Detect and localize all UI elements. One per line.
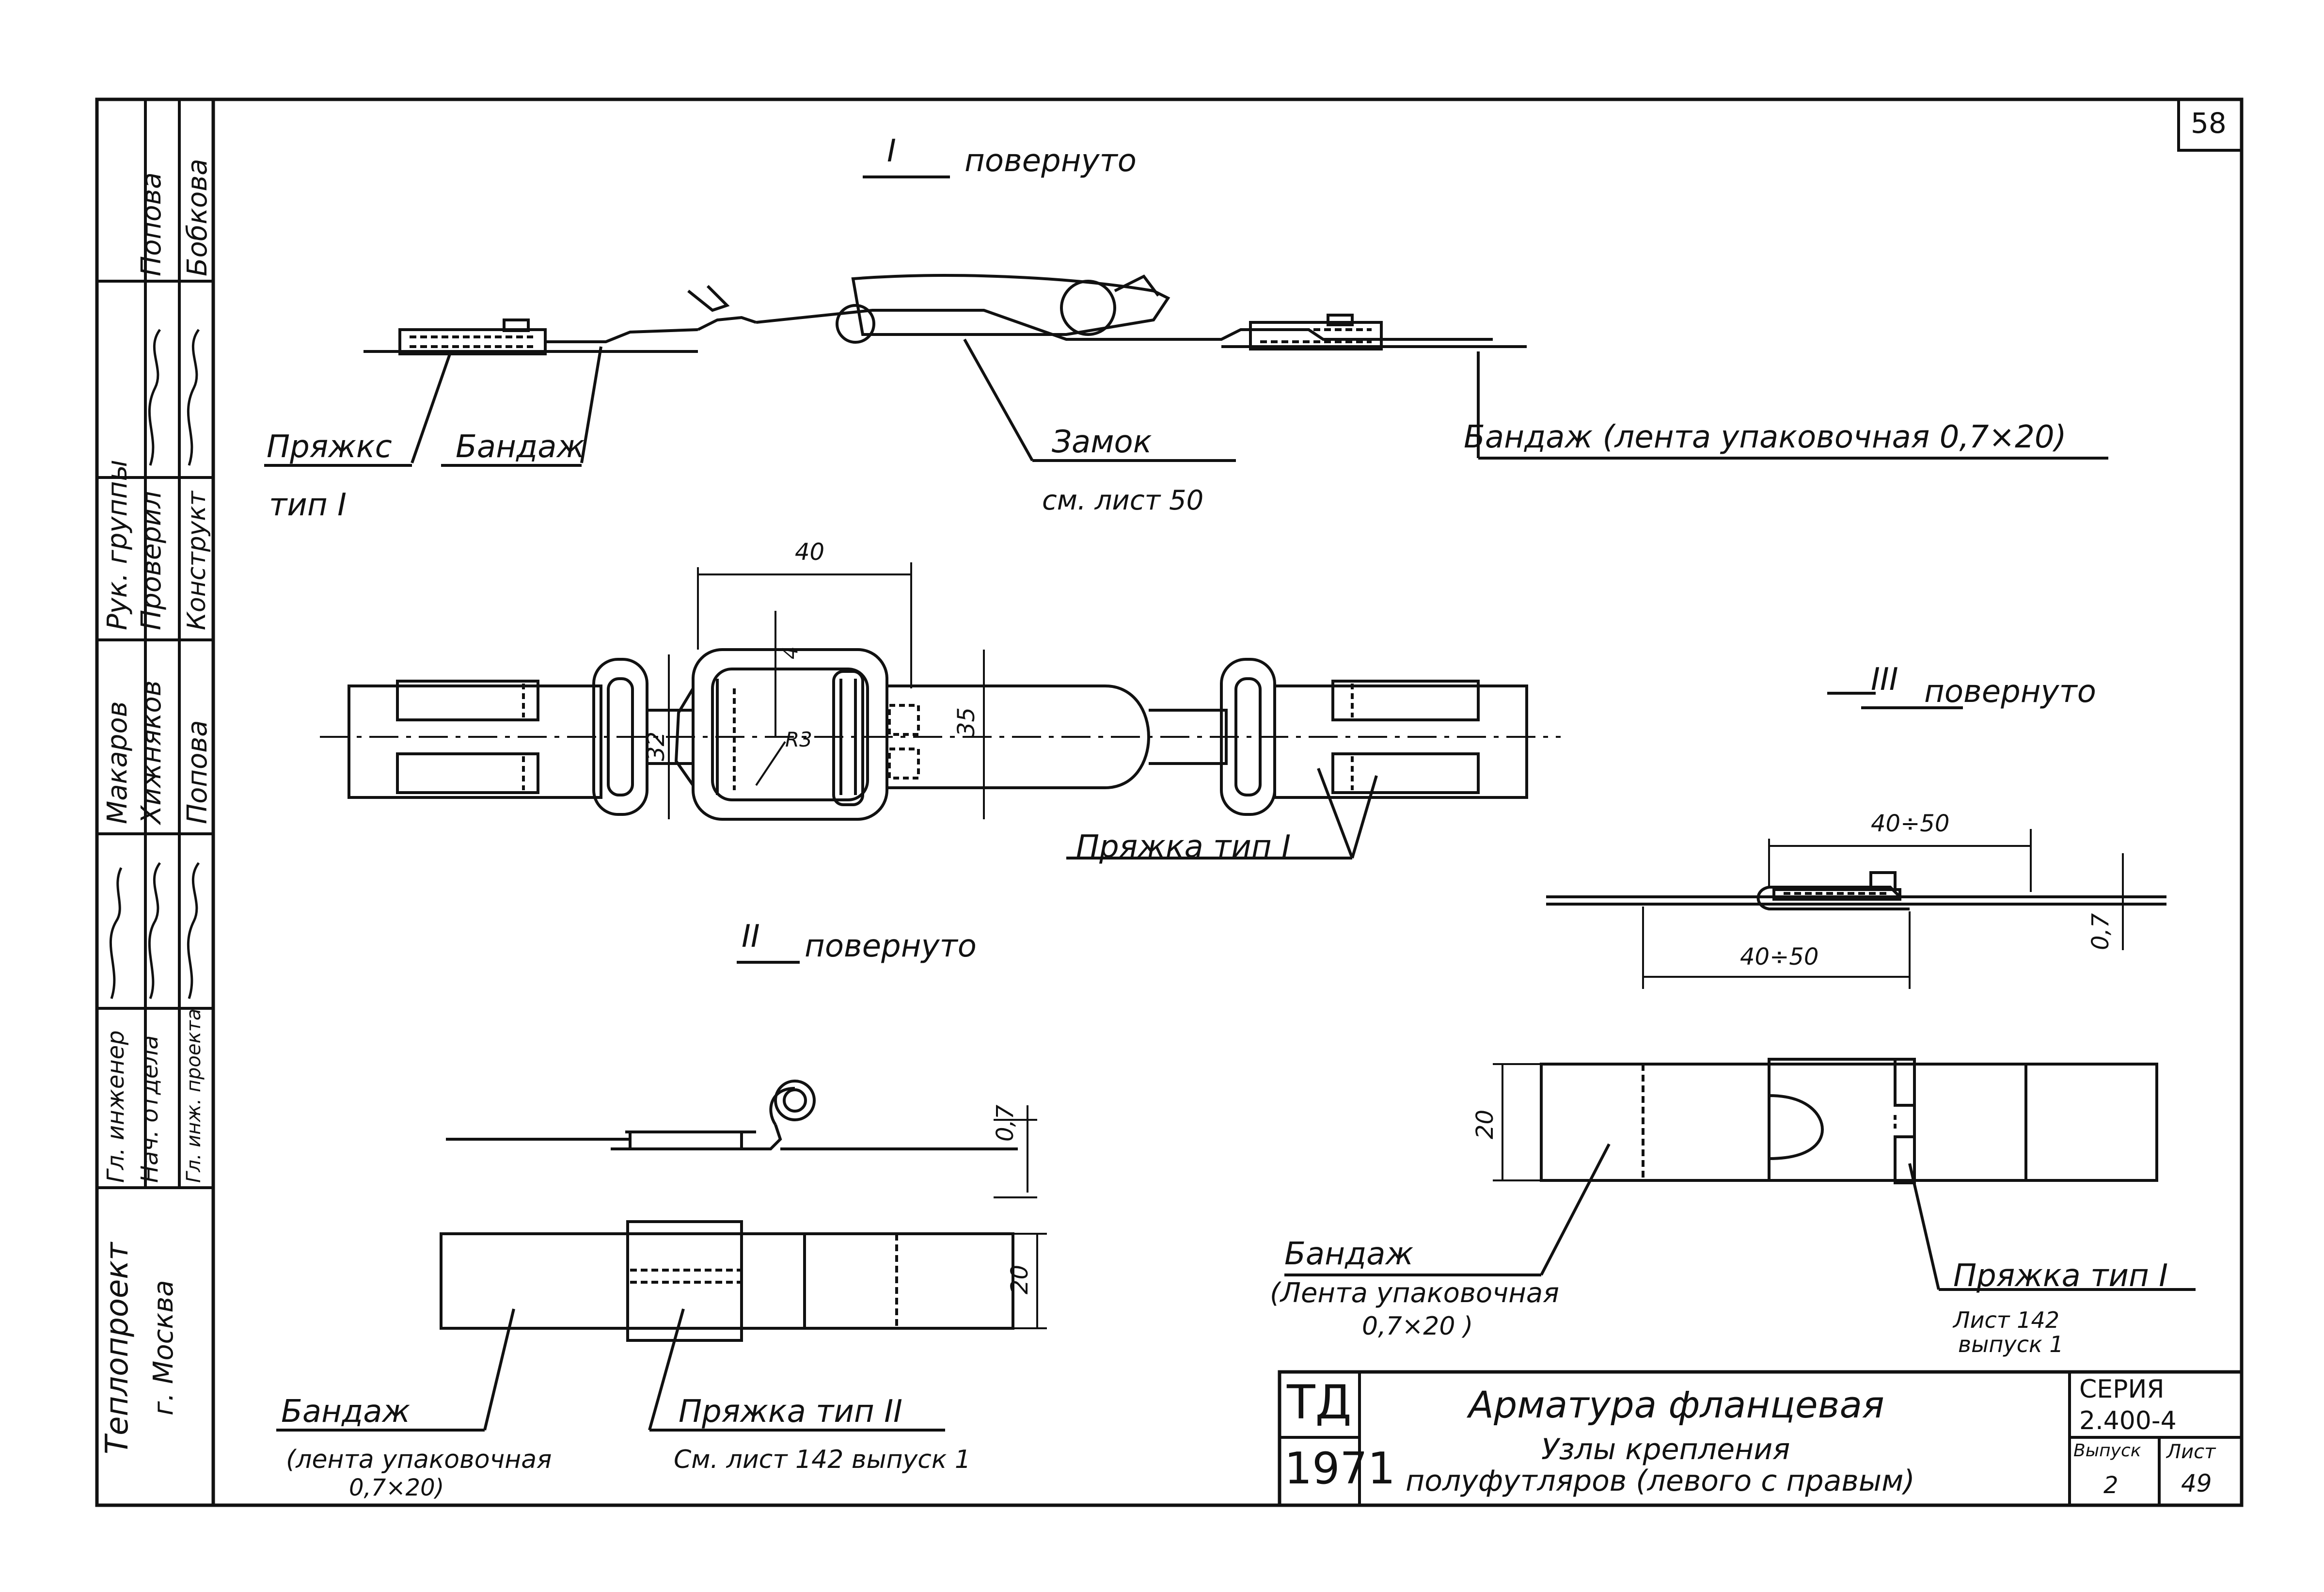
dim-r3: R3 — [785, 728, 812, 751]
org-city: г. Москва — [148, 1280, 179, 1416]
view2-numeral: II — [742, 919, 760, 955]
bandage-v3-label: Бандаж — [1284, 1236, 1414, 1272]
bandage-v2-size: 0,7×20) — [349, 1474, 444, 1501]
view3-caption: повернуто — [1924, 674, 2096, 710]
lock-label: Замок — [1052, 424, 1152, 460]
tb-year: 1971 — [1284, 1443, 1396, 1494]
buckle2-ref: См. лист 142 выпуск 1 — [674, 1445, 971, 1474]
bandage-v3-tape: (Лента упаковочная — [1270, 1277, 1559, 1309]
tb-code: ТД — [1287, 1375, 1352, 1430]
view1-caption: повернуто — [964, 143, 1137, 179]
buckle1-label: Пряжкс — [267, 429, 392, 465]
view3-numeral: III — [1871, 662, 1898, 698]
tb-series-value: 2.400-4 — [2079, 1406, 2177, 1435]
view3-drawing — [1284, 692, 2196, 1291]
tb-subtitle-1: Узлы крепления — [1541, 1433, 1790, 1466]
view1-drawing — [264, 175, 2108, 467]
tb-sheet-value: 49 — [2181, 1469, 2212, 1497]
buckle2-label: Пряжка тип II — [679, 1394, 902, 1430]
title-block — [1278, 1370, 2244, 1507]
dim-40-50-top: 40÷50 — [1871, 810, 1950, 837]
buckle3-ref: Лист 142 — [1953, 1307, 2059, 1333]
buckle-plan-label: Пряжка тип I — [1076, 829, 1291, 865]
tb-subtitle-2: полуфутляров (левого с правым) — [1406, 1464, 1915, 1498]
view2-caption: повернуто — [805, 928, 977, 964]
view2-drawing — [276, 1080, 1047, 1432]
org-name: Теплопроект — [99, 1242, 135, 1454]
dim-40-50-bottom: 40÷50 — [1740, 943, 1819, 971]
buckle1-type: тип I — [269, 487, 347, 523]
bandage-v2-label: Бандаж — [281, 1394, 411, 1430]
dim-40: 40 — [795, 539, 825, 566]
sheet-number: 58 — [2191, 107, 2227, 140]
buckle3-issue: выпуск 1 — [1958, 1331, 2064, 1357]
bandage-v2-tape: (лента упаковочная — [286, 1445, 552, 1474]
buckle3-label: Пряжка тип I — [1953, 1258, 2168, 1294]
plan-drawing — [320, 562, 1561, 964]
tb-issue-label: Выпуск — [2073, 1441, 2141, 1461]
bandage-tape-top: Бандаж (лента упаковочная 0,7×20) — [1464, 419, 2067, 455]
tb-title: Арматура фланцевая — [1469, 1383, 1884, 1426]
view1-numeral: I — [887, 133, 896, 169]
tb-sheet-label: Лист — [2166, 1441, 2216, 1463]
bandage-top-label: Бандаж — [456, 429, 585, 465]
tb-issue-value: 2 — [2103, 1472, 2118, 1499]
lock-ref: см. лист 50 — [1042, 485, 1204, 516]
bandage-v3-size: 0,7×20 ) — [1362, 1312, 1473, 1341]
tb-series-label: СЕРИЯ — [2079, 1375, 2165, 1404]
sheet-frame — [95, 97, 2244, 1507]
